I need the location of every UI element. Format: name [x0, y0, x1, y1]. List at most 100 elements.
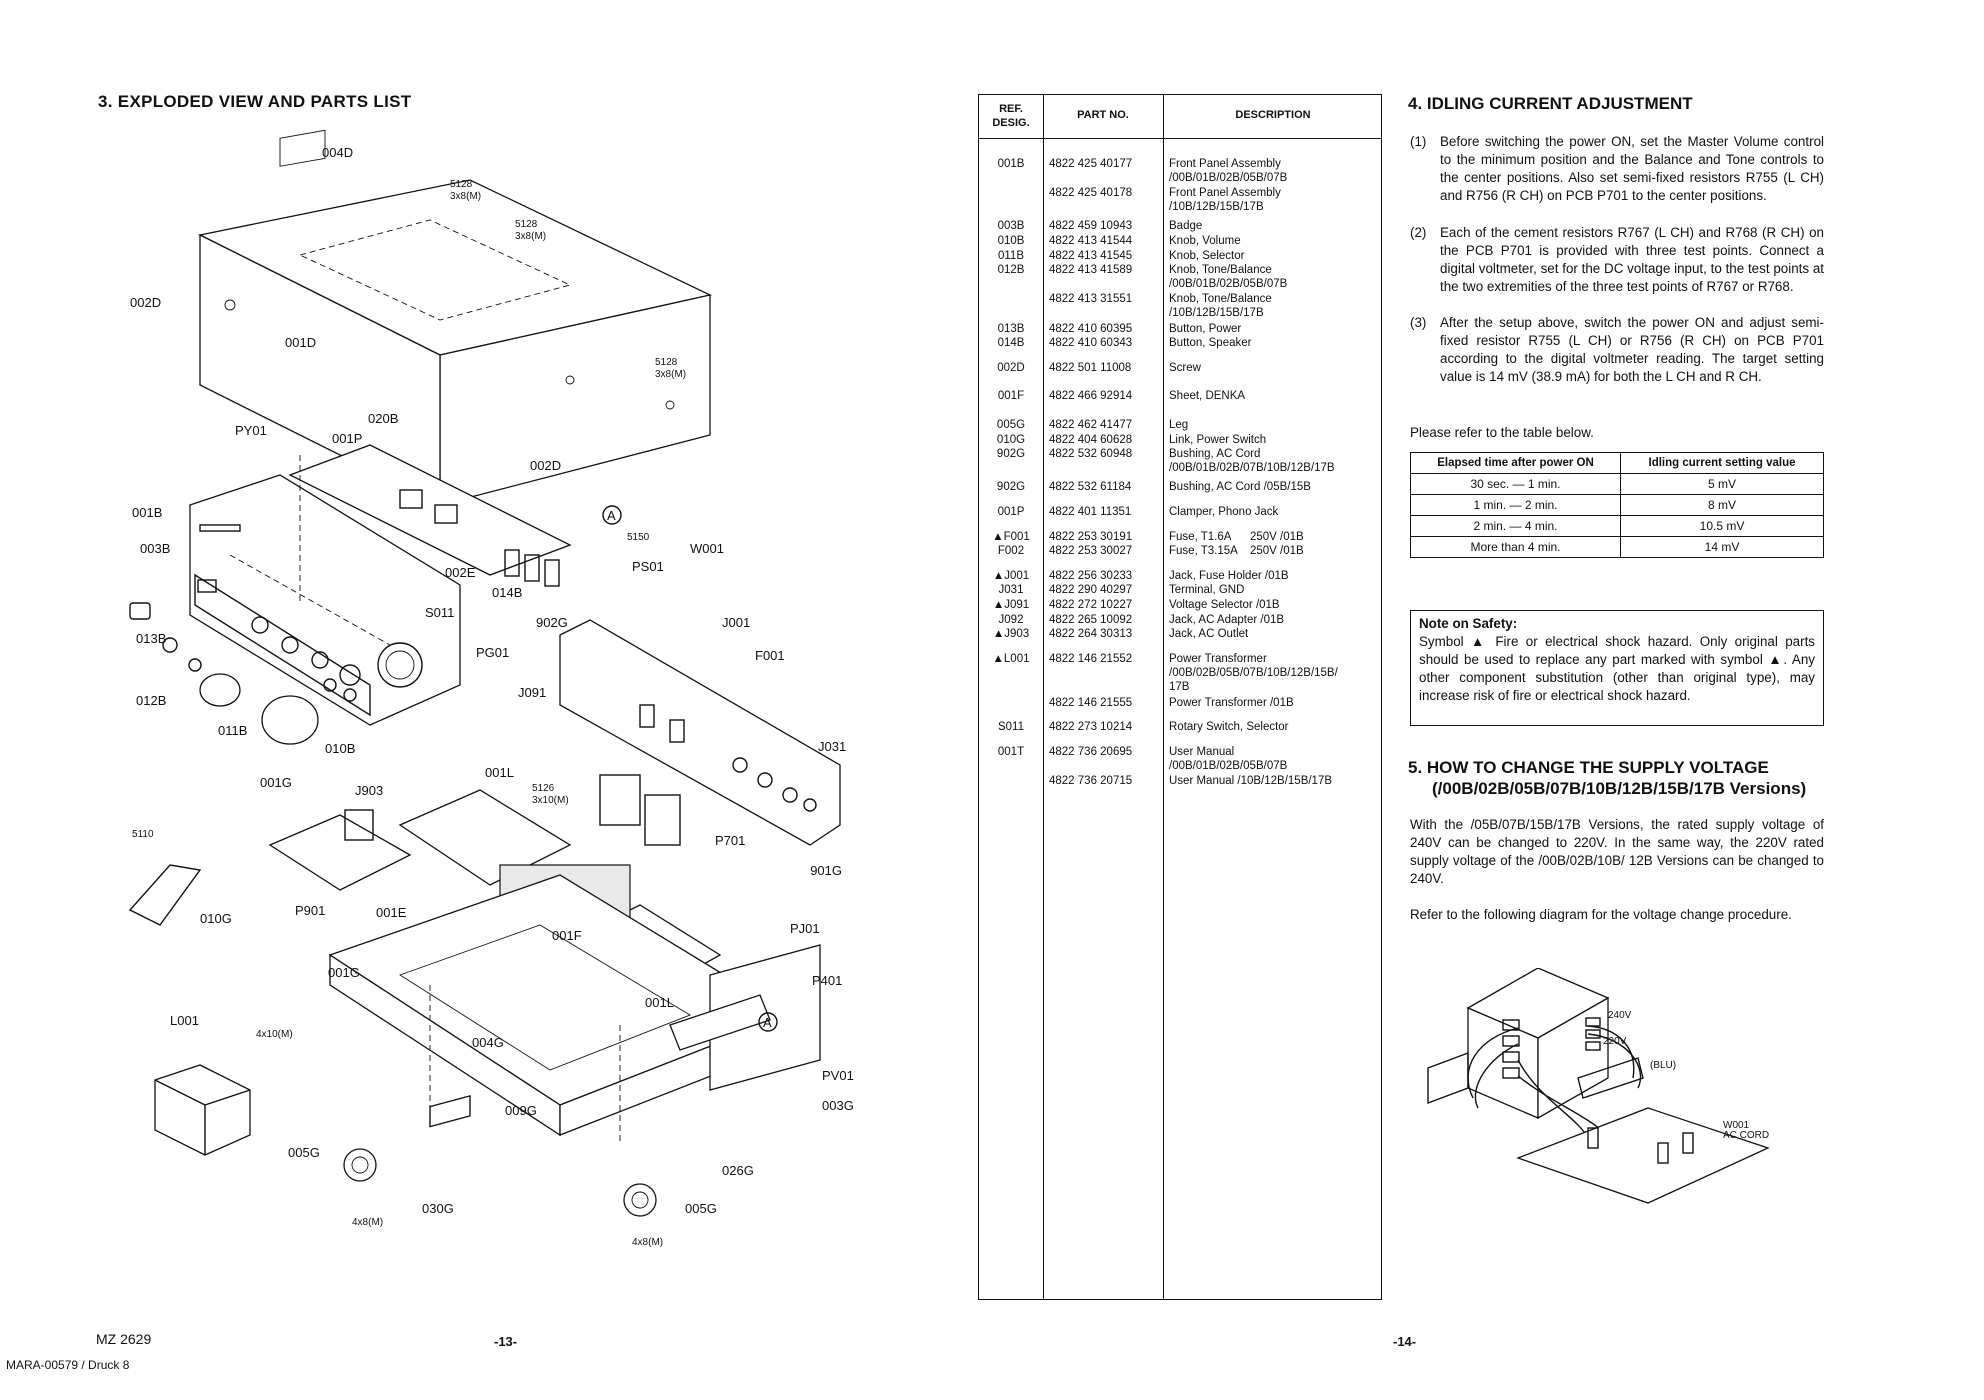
header-setting-value: Idling current setting value [1620, 452, 1824, 474]
table-row: 1 min. — 2 min.8 mV [1410, 494, 1824, 516]
cell-ref: 011B [997, 249, 1024, 262]
column-divider [1163, 95, 1164, 1299]
label-026g: 026G [722, 1163, 754, 1178]
cell-part-no: 4822 146 21555 [1049, 696, 1133, 709]
label-p901: P901 [295, 903, 325, 918]
label-screw-size-c: 3x8(M) [655, 369, 686, 380]
callout-circle-a-b [758, 1012, 778, 1032]
label-w001: W001 [1723, 1120, 1750, 1131]
cell-part-no: 4822 413 41589 [1049, 264, 1133, 277]
label-j903: J903 [355, 783, 383, 798]
label-j031: J031 [818, 739, 846, 754]
cell-ref: 002D [997, 361, 1025, 374]
cell-description: Bushing, AC Cord /05B/15B [1169, 481, 1311, 494]
cell-description: Knob, Volume [1169, 235, 1241, 247]
label-screw-5128: 5128 [450, 179, 473, 190]
cell-ref: 902G [996, 448, 1026, 461]
header-description: DESCRIPTION [1235, 109, 1311, 121]
label-p701: P701 [715, 833, 745, 848]
cell-part-no: 4822 466 92914 [1049, 390, 1133, 403]
label-901g: 901G [810, 863, 842, 878]
step-2-text: Each of the cement resistors R767 (L CH)… [1440, 225, 1824, 294]
table-row: More than 4 min.14 mV [1410, 536, 1824, 558]
cell-description: Power Transformer /00B/02B/05B/07B/10B/1… [1169, 652, 1338, 693]
front-panel [189, 474, 461, 726]
label-005g-b: 005G [685, 1201, 717, 1216]
cell-description: Jack, Fuse Holder /01B [1169, 569, 1289, 582]
power-transformer [154, 1064, 251, 1156]
cell-description: Jack, AC Outlet [1169, 628, 1249, 641]
cell-ref: 010B [997, 235, 1025, 247]
cell-part-no: 4822 410 60343 [1049, 337, 1133, 350]
cell-description: User Manual /00B/01B/02B/05B/07B [1169, 745, 1288, 772]
cell-ref: 001B [997, 158, 1025, 170]
transformer-drawing [1427, 967, 1644, 1120]
table-header-row: Elapsed time after power ON Idling curre… [1410, 452, 1824, 474]
label-j091: J091 [518, 685, 546, 700]
cell-time: More than 4 min. [1410, 536, 1621, 558]
cell-part-no: 4822 413 31551 [1049, 293, 1133, 306]
cell-description: User Manual /10B/12B/15B/17B [1169, 775, 1333, 787]
cell-ref: ▲J903 [992, 628, 1030, 641]
cell-ref: 902G [996, 481, 1026, 494]
cell-description: Sheet, DENKA [1169, 390, 1246, 403]
label-220v: 220V [1603, 1036, 1627, 1047]
cell-part-no: 4822 425 40177 [1049, 158, 1133, 170]
label-030g: 030G [422, 1201, 454, 1216]
label-p401: P401 [812, 973, 842, 988]
step-3-number: (3) [1410, 315, 1427, 330]
callout-a-b: A [763, 1015, 772, 1030]
step-3-text: After the setup above, switch the power … [1440, 315, 1824, 384]
cell-part-no: 4822 290 40297 [1049, 584, 1133, 597]
label-002d-b: 002D [530, 458, 561, 473]
label-001f: 001F [552, 928, 582, 943]
cell-value: 5 mV [1620, 473, 1824, 495]
cell-value: 14 mV [1620, 536, 1824, 558]
label-w001: W001 [690, 541, 724, 556]
label-screw-5126: 5126 [532, 783, 555, 794]
top-cover [198, 129, 712, 507]
label-screw-3x10: 3x10(M) [532, 795, 569, 806]
cell-part-no: 4822 265 10092 [1049, 613, 1133, 626]
label-001b: 001B [132, 505, 162, 520]
cell-part-no: 4822 253 30191 [1049, 530, 1133, 543]
cell-description: Clamper, Phono Jack [1169, 506, 1279, 518]
table-row: 2 min. — 4 min.10.5 mV [1410, 515, 1824, 537]
cell-part-no: 4822 264 30313 [1049, 628, 1133, 641]
cell-ref: J031 [998, 584, 1024, 597]
header-elapsed-time: Elapsed time after power ON [1410, 452, 1621, 474]
column-divider [1043, 95, 1044, 1299]
label-s011: S011 [425, 605, 454, 620]
left-page-title: 3. EXPLODED VIEW AND PARTS LIST [98, 92, 412, 111]
supply-paragraph-1: With the /05B/07B/15B/17B Versions, the … [1410, 817, 1824, 886]
cell-ref: S011 [997, 721, 1024, 734]
label-009g: 009G [505, 1103, 537, 1118]
label-py01: PY01 [235, 423, 267, 438]
cell-value: 8 mV [1620, 494, 1824, 516]
label-240v: 240V [1608, 1010, 1632, 1021]
header-part-no: PART NO. [1077, 109, 1129, 121]
cell-part-no: 4822 413 41545 [1049, 249, 1133, 262]
feet [343, 1094, 657, 1217]
step-1-text: Before switching the power ON, set the M… [1440, 134, 1824, 203]
cell-value: 10.5 mV [1620, 515, 1824, 537]
safety-note-box: Note on Safety: Symbol ▲ Fire or electri… [1410, 610, 1824, 726]
cell-part-no: 4822 462 41477 [1049, 419, 1133, 431]
cell-description: Voltage Selector /01B [1169, 599, 1280, 611]
label-screw-5110: 5110 [132, 829, 154, 840]
main-pcb [229, 444, 572, 646]
cell-time: 30 sec. — 1 min. [1410, 473, 1621, 495]
cell-part-no: 4822 459 10943 [1049, 220, 1133, 233]
cell-ref: 001P [997, 506, 1025, 518]
model-name: MZ 2629 [96, 1331, 152, 1347]
label-012b: 012B [136, 693, 166, 708]
label-f001: F001 [755, 648, 785, 663]
label-004g: 004G [472, 1035, 504, 1050]
cell-ref: ▲J091 [992, 599, 1030, 611]
cell-description: Bushing, AC Cord /00B/01B/02B/07B/10B/12… [1169, 448, 1335, 475]
cell-description: Front Panel Assembly /10B/12B/15B/17B [1169, 187, 1281, 214]
label-003b: 003B [140, 541, 170, 556]
label-902g: 902G [536, 615, 568, 630]
label-screw-5128-b: 5128 [515, 219, 538, 230]
label-001d: 001D [285, 335, 316, 350]
